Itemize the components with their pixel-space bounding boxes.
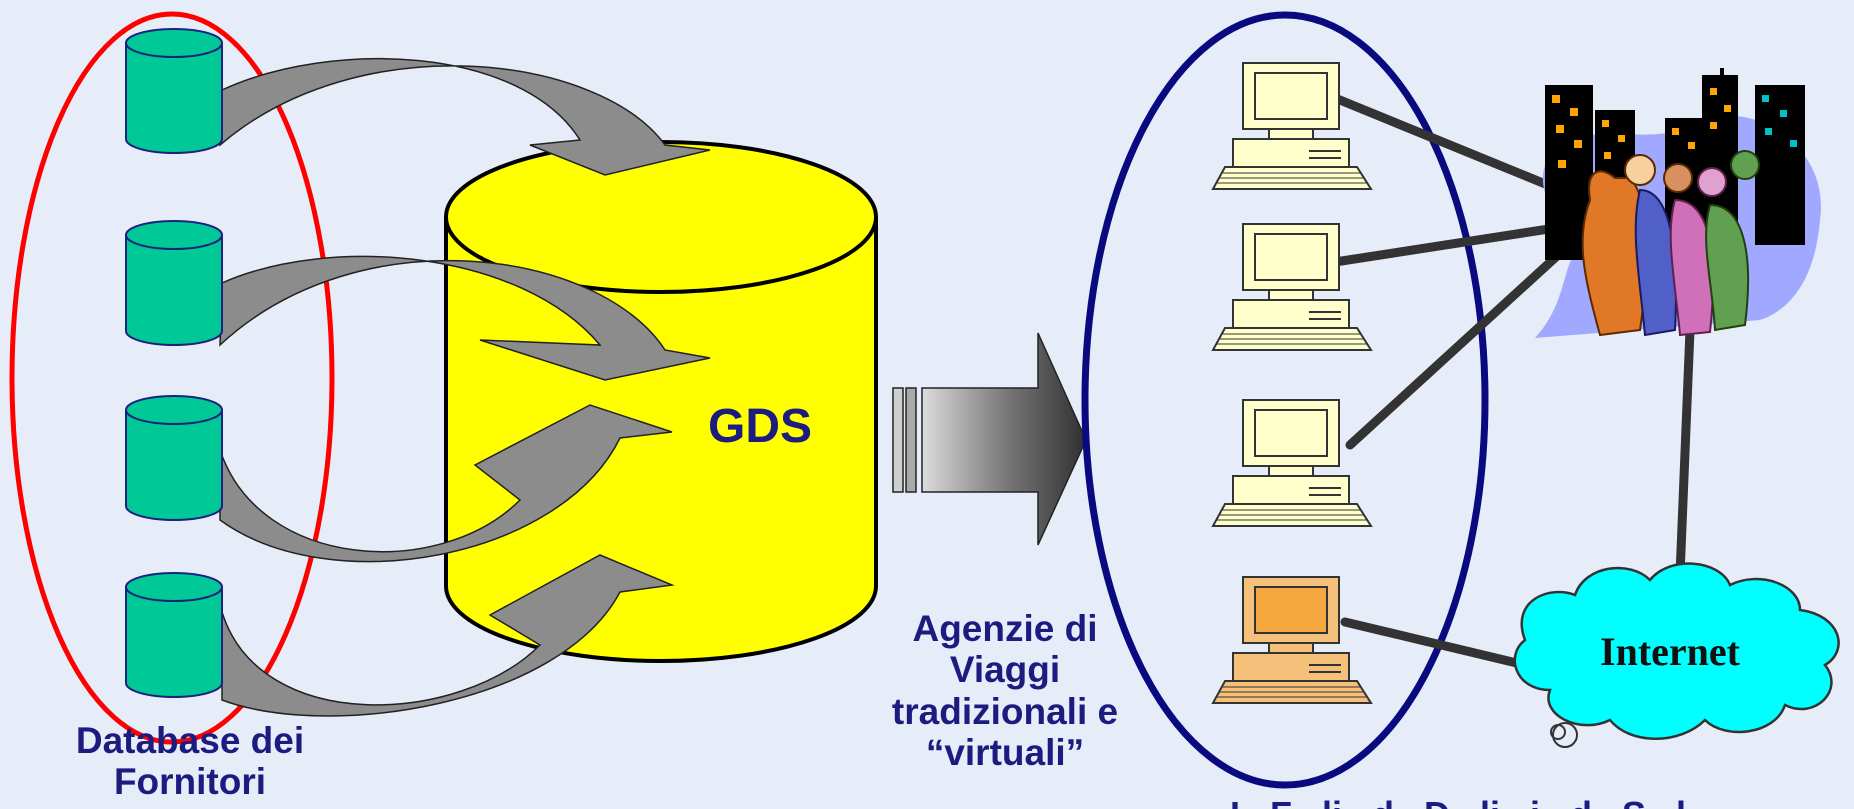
supplier-databases bbox=[125, 28, 223, 698]
caption-line: Viaggi bbox=[949, 649, 1061, 691]
supplier-ring bbox=[9, 11, 335, 745]
computer-icon bbox=[1212, 62, 1372, 190]
cloud-icon bbox=[1513, 562, 1840, 748]
agencies-caption: Agenzie di Viaggi tradizionali e “virtua… bbox=[860, 608, 1150, 774]
agency-computers bbox=[1211, 62, 1373, 704]
supplier-to-gds-arrows bbox=[219, 57, 711, 717]
database-icon bbox=[125, 28, 223, 154]
connection-lines bbox=[1330, 93, 1695, 670]
gds-to-agencies-arrow bbox=[892, 332, 1087, 546]
caption-line: Database dei bbox=[75, 720, 305, 761]
computer-icon bbox=[1212, 223, 1372, 351]
caption-line: Agenzie di bbox=[912, 608, 1098, 649]
agency-ring bbox=[1081, 11, 1489, 789]
bottom-right-caption: I F li d D li i d S l bbox=[1230, 794, 1850, 809]
database-icon bbox=[125, 395, 223, 521]
people-city-icon bbox=[1535, 68, 1821, 338]
database-icon bbox=[125, 572, 223, 698]
caption-line: Fornitori bbox=[113, 761, 267, 803]
computer-icon bbox=[1212, 399, 1372, 527]
computer-icon bbox=[1211, 576, 1373, 704]
caption-line: “virtuali” bbox=[925, 732, 1085, 774]
database-icon bbox=[125, 220, 223, 346]
internet-label: Internet bbox=[1600, 629, 1740, 674]
gds-label: GDS bbox=[707, 400, 812, 453]
suppliers-caption: Database dei Fornitori bbox=[40, 720, 340, 803]
caption-line: tradizionali e bbox=[891, 690, 1119, 732]
